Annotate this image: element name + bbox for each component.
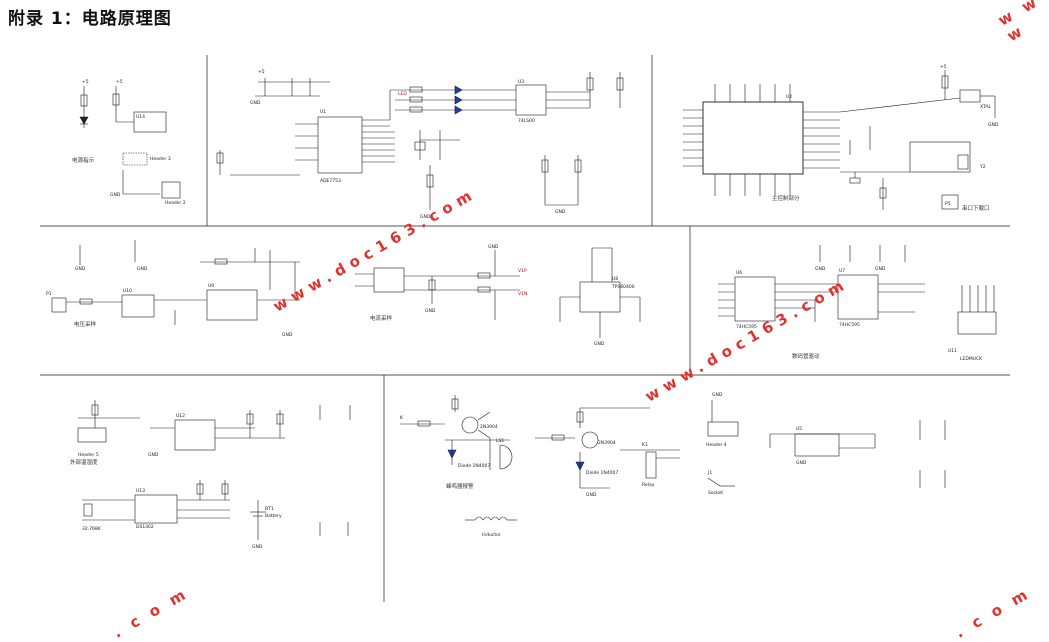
label-hc595-2: 74HC595 (839, 322, 860, 328)
power-indicator-block (79, 86, 181, 199)
label-vcc-1: +5 (82, 79, 89, 85)
rtc-block (82, 480, 349, 540)
label-gnd-6: GND (75, 266, 86, 272)
label-u7: U7 (839, 268, 845, 274)
label-vcc-2: +5 (116, 79, 123, 85)
label-p5: P5 (945, 201, 951, 207)
master-control-block (683, 70, 996, 210)
label-header3: Header 3 (150, 156, 171, 162)
label-u12: U12 (176, 413, 185, 419)
label-gnd-1: GND (110, 192, 121, 198)
charge-pump-block (559, 247, 641, 338)
label-relay: Relay (642, 482, 655, 488)
label-u9: U9 (208, 283, 214, 289)
label-gnd-2: GND (250, 100, 261, 106)
label-gnd-11: GND (594, 341, 605, 347)
label-gnd-4: GND (555, 209, 566, 215)
label-u6: U6 (736, 270, 742, 276)
label-gnd-8: GND (282, 332, 293, 338)
label-gnd-7: GND (137, 266, 148, 272)
label-npn2: 2N3904 (598, 440, 616, 446)
label-k-net: K (400, 415, 404, 421)
label-ledmuck: LEDMUCK (960, 356, 983, 362)
label-u1: U1 (320, 109, 326, 115)
label-digital-tube-drive: 数码管驱动 (792, 352, 820, 360)
label-u2: U2 (786, 94, 792, 100)
label-u11: U11 (948, 348, 957, 354)
label-npn1: 2N3904 (480, 424, 498, 430)
label-u3: U3 (518, 79, 524, 85)
misc-bottom-right-block (707, 400, 946, 488)
label-j1: J1 (707, 470, 712, 476)
relay-block (535, 407, 680, 489)
label-u14: U14 (136, 114, 145, 120)
label-v1p: V1P (518, 268, 527, 274)
buzzer-alarm-block (400, 395, 517, 521)
label-gnd-3: GND (420, 214, 431, 220)
label-master-control: 主控制部分 (772, 194, 800, 202)
label-ade7753: ADE7753 (320, 178, 341, 184)
label-buzzer-alarm: 蜂鸣器报警 (446, 482, 474, 490)
label-u5: U5 (796, 426, 802, 432)
label-bt1: BT1 (265, 506, 274, 512)
label-p1: P1 (46, 291, 52, 297)
label-gnd-14: GND (148, 452, 159, 458)
label-header2: Header 2 (165, 200, 186, 206)
label-k1: K1 (642, 442, 648, 448)
label-ds1302: DS1302 (136, 524, 154, 530)
current-sampling-block (355, 250, 520, 320)
label-gnd-16: GND (586, 492, 597, 498)
label-xtal: XTAL (980, 104, 991, 110)
digital-tube-drive-block (718, 245, 997, 335)
label-u8: U8 (612, 276, 618, 282)
label-socket: Socket (708, 490, 723, 496)
label-vcc-3: +5 (258, 69, 265, 75)
label-gnd-18: GND (796, 460, 807, 466)
page-title: 附录 1：电路原理图 (8, 9, 172, 29)
label-header4: Header 4 (706, 442, 727, 448)
label-battery: Battery (265, 513, 282, 519)
voltage-sampling-block (51, 240, 300, 325)
label-hc595-1: 74HC595 (736, 324, 757, 330)
label-u13: U13 (136, 488, 145, 494)
label-diode1: Diode 1N4007 (458, 463, 490, 469)
circuit-schematic: 电源指示 +5 +5 U14 Header 3 Header 2 GND (40, 55, 1010, 602)
label-temp-humidity: 外部温湿度 (70, 458, 98, 466)
label-gnd-13: GND (875, 266, 886, 272)
label-gnd-9: GND (488, 244, 499, 250)
label-v1n: V1N (518, 291, 527, 297)
label-gnd-17: GND (712, 392, 723, 398)
label-header5: Header 5 (78, 452, 99, 458)
label-gnd-5: GND (988, 122, 999, 128)
label-tps60400: TPS60400 (611, 284, 635, 290)
label-led-net: LED (398, 91, 407, 97)
label-vcc-4: +5 (940, 64, 947, 70)
label-inductor: Inductor (482, 532, 501, 538)
label-ls1: LS1 (496, 438, 504, 444)
label-gnd-15: GND (252, 544, 263, 550)
label-current-sampling: 电流采样 (370, 314, 393, 322)
label-u10: U10 (123, 288, 132, 294)
label-gnd-12: GND (815, 266, 826, 272)
temperature-humidity-block (77, 400, 351, 451)
label-crystal1: 32.768K (82, 526, 102, 532)
label-serial-download: 串口下载口 (962, 204, 990, 212)
metering-ic-block (216, 72, 624, 210)
label-power-indicator: 电源指示 (72, 156, 95, 164)
label-y2: Y2 (979, 164, 986, 170)
label-74ls00: 74LS00 (518, 118, 535, 124)
label-voltage-sampling: 电压采样 (74, 320, 97, 328)
label-gnd-10: GND (425, 308, 436, 314)
label-diode2: Diode 1N4007 (586, 470, 618, 476)
